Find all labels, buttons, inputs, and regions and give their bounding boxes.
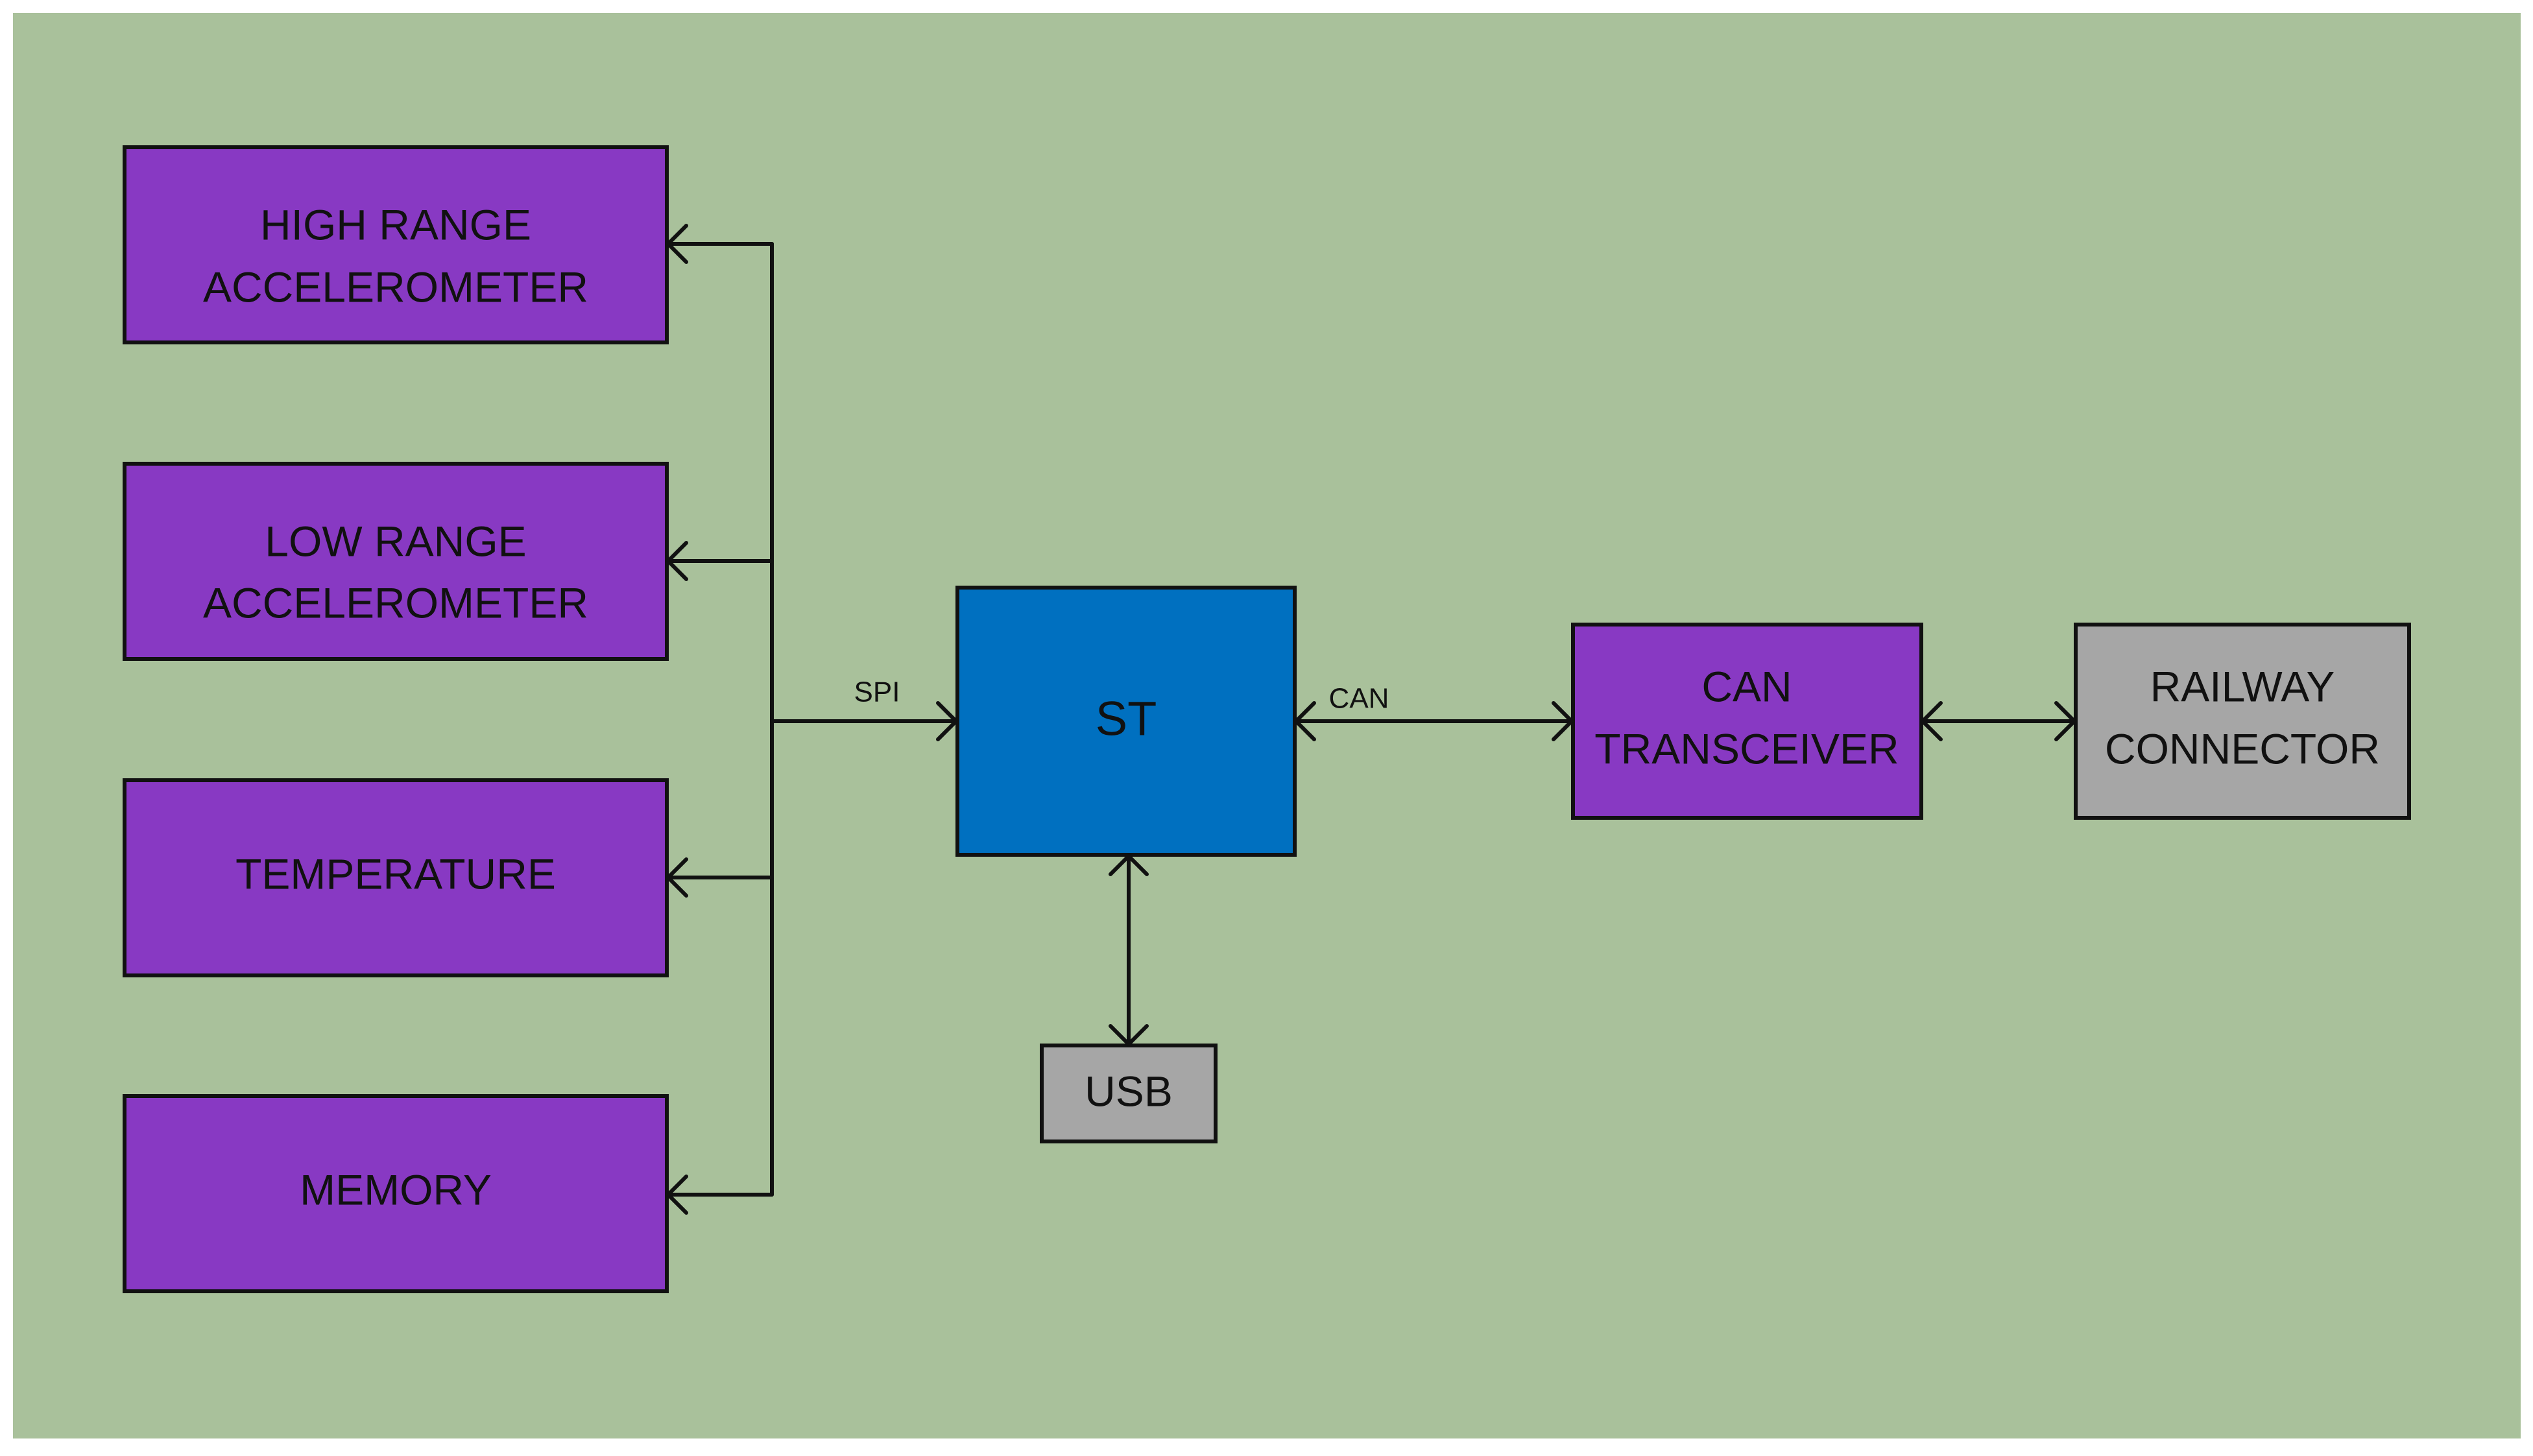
railway-connector-label-line2: CONNECTOR — [2105, 724, 2380, 772]
temperature-label: TEMPERATURE — [235, 850, 556, 898]
temperature-box — [123, 778, 669, 977]
low-range-accelerometer-label-line1: LOW RANGE — [265, 517, 526, 565]
st-controller-box — [955, 586, 1297, 857]
st-can-arrowhead-left — [1294, 701, 1316, 741]
spi-branch-low-range-arrowhead — [666, 541, 688, 581]
usb-box — [1040, 1044, 1218, 1143]
low-range-accelerometer-label-line2: ACCELEROMETER — [203, 579, 588, 627]
memory-label: MEMORY — [300, 1165, 492, 1213]
memory-block: MEMORY — [123, 1094, 669, 1293]
memory-box — [123, 1094, 669, 1293]
high-range-accelerometer-label-line1: HIGH RANGE — [260, 200, 531, 248]
can-transceiver-label-line2: TRANSCEIVER — [1594, 724, 1899, 772]
temperature-block: TEMPERATURE — [123, 778, 669, 977]
can-railway-arrowhead-right — [2054, 701, 2076, 741]
st-controller-label: ST — [1096, 692, 1157, 746]
railway-connector-label-line1: RAILWAY — [2150, 662, 2335, 710]
high-range-accelerometer-box — [123, 145, 669, 344]
high-range-accelerometer-label-line2: ACCELEROMETER — [203, 263, 588, 311]
spi-edge-label: SPI — [854, 676, 900, 708]
can-edge-label: CAN — [1329, 683, 1389, 715]
can-transceiver-label-line1: CAN — [1701, 662, 1792, 710]
railway-connector-box — [2074, 623, 2411, 820]
spi-branch-temperature-arrowhead — [666, 857, 688, 898]
st-can-arrowhead-right — [1552, 701, 1574, 741]
usb-label: USB — [1085, 1067, 1173, 1115]
high-range-accelerometer-block: HIGH RANGE ACCELEROMETER — [123, 145, 669, 344]
st-usb-arrowhead-up — [1109, 854, 1149, 876]
can-transceiver-box — [1571, 623, 1923, 820]
st-usb-arrowhead-down — [1109, 1024, 1149, 1046]
can-transceiver-block: CAN TRANSCEIVER — [1571, 623, 1923, 820]
spi-to-st-arrowhead — [936, 701, 958, 741]
railway-connector-block: RAILWAY CONNECTOR — [2074, 623, 2411, 820]
spi-branch-memory-arrowhead — [666, 1175, 688, 1215]
usb-block: USB — [1040, 1044, 1218, 1143]
spi-branch-high-range-arrowhead — [666, 224, 688, 264]
can-railway-arrowhead-left — [1921, 701, 1943, 741]
st-controller-block: ST — [955, 586, 1297, 857]
low-range-accelerometer-block: LOW RANGE ACCELEROMETER — [123, 462, 669, 661]
low-range-accelerometer-box — [123, 462, 669, 661]
